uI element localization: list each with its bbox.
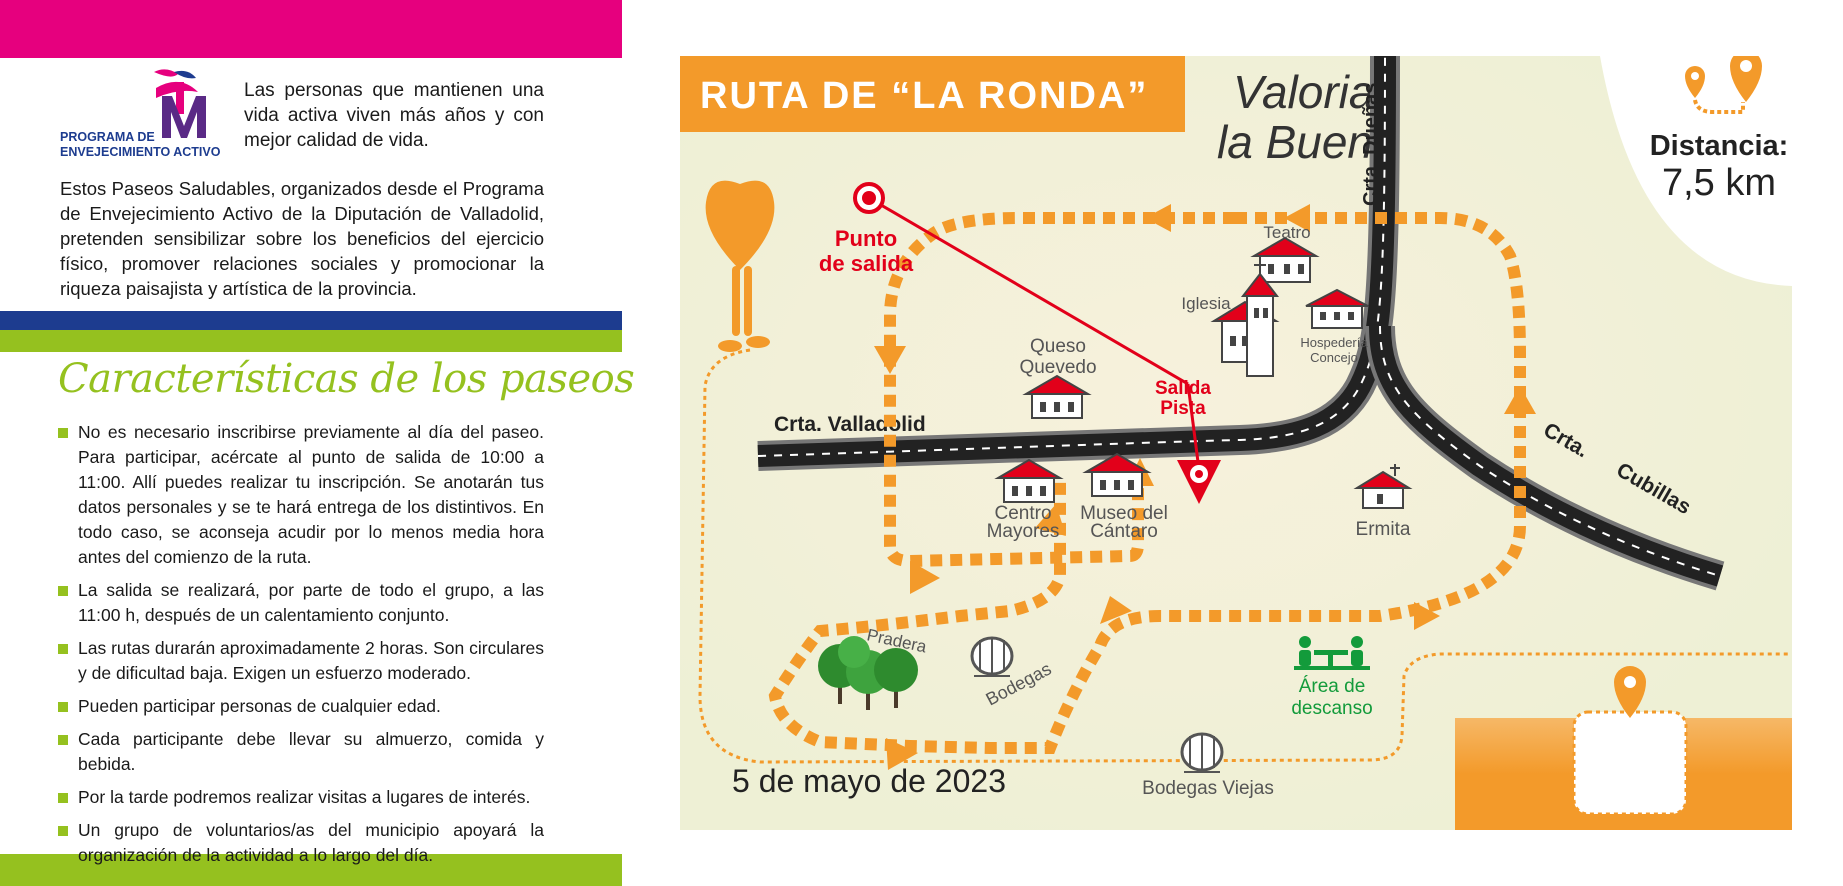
route-map: RUTA DE “LA RONDA” Valoria la Buena Dist… — [680, 56, 1792, 830]
label-centro-2: Mayores — [987, 521, 1060, 542]
building-museo-icon — [1082, 452, 1152, 497]
label-queso-2: Quevedo — [1019, 357, 1096, 378]
church-iglesia-icon — [1210, 260, 1280, 377]
building-hospederia-icon — [1305, 288, 1369, 329]
route-title: RUTA DE “LA RONDA” — [700, 75, 1148, 117]
list-item: Por la tarde podremos realizar visitas a… — [58, 785, 544, 810]
event-date: 5 de mayo de 2023 — [732, 763, 1006, 799]
label-museo-1: Museo del — [1080, 503, 1168, 524]
distance-value: 7,5 km — [1662, 162, 1776, 204]
green-footer-bar — [0, 854, 622, 886]
list-item: Cada participante debe llevar su almuerz… — [58, 727, 544, 777]
town-name-line-1: Valoria — [1233, 66, 1374, 118]
start-connector-line — [868, 196, 1189, 386]
start-label-1: Punto — [835, 226, 897, 251]
logo-line-2: ENVEJECIMIENTO ACTIVO — [60, 145, 221, 159]
label-area-1: Área de — [1299, 676, 1366, 697]
list-item: Un grupo de voluntarios/as del municipio… — [58, 818, 544, 868]
exit-label-2: Pista — [1160, 398, 1206, 419]
label-hospederia-2: Concejo — [1310, 350, 1358, 365]
town-name-line-2: la Buena — [1217, 116, 1399, 168]
label-ermita: Ermita — [1356, 519, 1411, 540]
distance-corner — [1600, 56, 1792, 286]
bullet-square-icon — [58, 826, 68, 836]
picnic-area-icon — [1294, 636, 1370, 670]
heart-mascot-icon — [705, 180, 775, 352]
location-box — [1572, 666, 1688, 816]
barrel-bodegas-icon — [970, 636, 1014, 677]
characteristics-title: Características de los paseos — [58, 356, 635, 402]
magenta-header-bar — [0, 0, 622, 58]
bullet-square-icon — [58, 735, 68, 745]
green-divider-bar — [0, 330, 622, 352]
bullet-square-icon — [58, 793, 68, 803]
exit-marker-icon — [1177, 460, 1221, 504]
list-item: La salida se realizará, por parte de tod… — [58, 578, 544, 628]
envejecimiento-activo-logo: PROGRAMA DE ENVEJECIMIENTO ACTIVO — [60, 69, 221, 159]
blue-divider-bar — [0, 311, 622, 330]
label-iglesia: Iglesia — [1181, 294, 1231, 313]
label-museo-2: Cántaro — [1090, 521, 1158, 542]
route-title-banner — [680, 56, 1185, 132]
bullet-square-icon — [58, 644, 68, 654]
list-item: No es necesario inscribirse previamente … — [58, 420, 544, 570]
label-bodegas-viejas: Bodegas Viejas — [1142, 778, 1274, 799]
start-label-2: de salida — [819, 251, 914, 276]
secondary-route — [698, 348, 1790, 764]
route-path — [768, 212, 1526, 754]
bullet-square-icon — [58, 428, 68, 438]
list-item: Pueden participar personas de cualquier … — [58, 694, 544, 719]
chapel-ermita-icon — [1353, 464, 1413, 509]
building-teatro-icon — [1250, 236, 1320, 283]
roads — [757, 56, 1725, 591]
building-queso-icon — [1022, 374, 1092, 419]
logo-line-1: PROGRAMA DE — [60, 130, 155, 144]
start-point-icon — [853, 182, 885, 214]
bullet-square-icon — [58, 586, 68, 596]
intro-text: Las personas que mantienen una vida acti… — [244, 80, 544, 151]
barrel-bodegas-viejas-icon — [1180, 732, 1224, 773]
label-hospederia-1: Hospedería — [1300, 335, 1368, 350]
description-text: Estos Paseos Saludables, organizados des… — [60, 178, 544, 299]
label-area-2: descanso — [1291, 698, 1372, 719]
road-label-valladolid: Crta. Valladolid — [774, 413, 926, 436]
label-centro-1: Centro — [994, 503, 1051, 524]
distance-label: Distancia: — [1650, 130, 1789, 162]
building-centro-icon — [994, 458, 1064, 503]
distance-markers-icon — [1685, 56, 1762, 114]
route-arrows — [874, 204, 1536, 770]
characteristics-list: No es necesario inscribirse previamente … — [58, 420, 544, 876]
label-teatro: Teatro — [1263, 223, 1310, 242]
label-queso-1: Queso — [1030, 336, 1086, 357]
trees-icon — [818, 636, 918, 710]
road-label-duenas: Crta. Dueñas — [1360, 83, 1382, 206]
list-item: Las rutas durarán aproximadamente 2 hora… — [58, 636, 544, 686]
exit-label-1: Salida — [1155, 378, 1211, 399]
bullet-square-icon — [58, 702, 68, 712]
